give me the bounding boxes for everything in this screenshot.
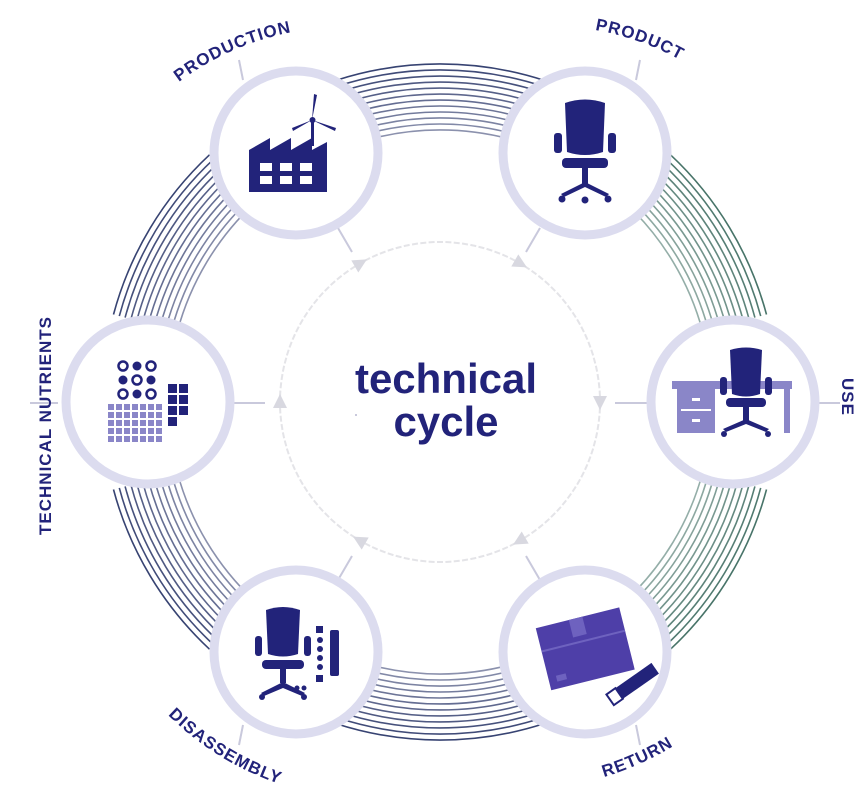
svg-text:PRODUCT: PRODUCT: [594, 15, 687, 63]
svg-text:USE: USE: [838, 378, 857, 416]
svg-text:RETURN: RETURN: [599, 733, 676, 781]
materials-grid-icon: [108, 360, 188, 442]
cycle-arrow-6: [351, 259, 367, 273]
office-chair-icon: [554, 99, 616, 204]
label-technical-nutrients: TECHNICAL NUTRIENTS: [36, 316, 54, 535]
svg-text:TECHNICAL NUTRIENTS: TECHNICAL NUTRIENTS: [36, 316, 55, 535]
cardboard-box-icon: [535, 607, 659, 707]
stage-circle-technical-nutrients[interactable]: [61, 315, 235, 489]
cycle-arrow-4: [353, 536, 369, 550]
factory-wind-turbine-icon: [249, 94, 336, 192]
inner-cycle-ring: [273, 241, 607, 563]
cycle-arrow-3: [513, 531, 529, 545]
disassembled-chair-icon: [255, 607, 339, 700]
center-title-line1: technical: [355, 355, 537, 402]
arc-product-use: [624, 154, 768, 332]
label-product: PRODUCT: [594, 15, 686, 63]
label-use: USE: [838, 378, 856, 416]
desk-chair-icon: [672, 347, 792, 437]
cycle-arrow-2: [593, 396, 607, 410]
label-return: RETURN: [599, 733, 675, 781]
cycle-arrow-5: [273, 394, 287, 408]
center-title-line2: cycle: [393, 398, 498, 445]
cycle-arrow-1: [511, 254, 527, 268]
